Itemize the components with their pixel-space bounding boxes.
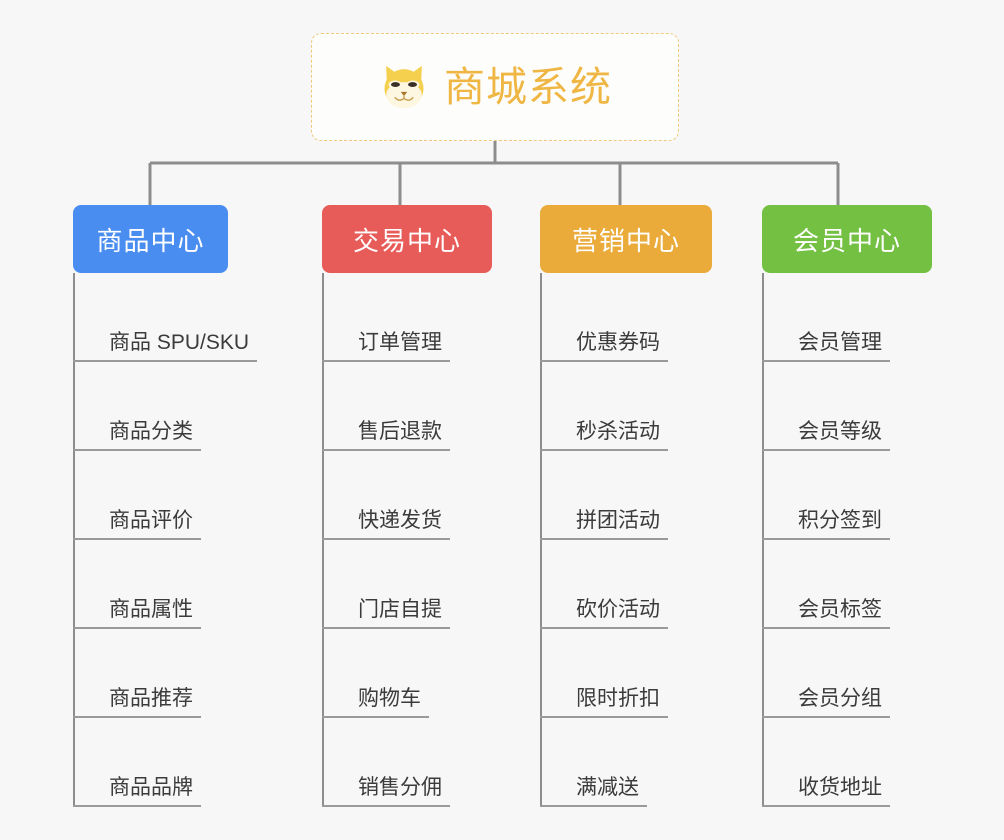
column-trade-center: 交易中心 订单管理 售后退款 快递发货 门店自提 购物车 销售分佣 [322,205,492,807]
list-item[interactable]: 商品评价 [73,451,257,540]
root-node-shop-system[interactable]: 商城系统 [311,33,679,141]
leaf-label: 快递发货 [322,510,450,540]
list-item[interactable]: 拼团活动 [540,451,712,540]
category-box-product-center[interactable]: 商品中心 [73,205,228,273]
list-item[interactable]: 优惠券码 [540,273,712,362]
category-box-trade-center[interactable]: 交易中心 [322,205,492,273]
category-title: 会员中心 [792,225,901,256]
list-item[interactable]: 限时折扣 [540,629,712,718]
list-item[interactable]: 会员等级 [762,362,932,451]
column-marketing-center: 营销中心 优惠券码 秒杀活动 拼团活动 砍价活动 限时折扣 满减送 [540,205,712,807]
list-item[interactable]: 商品推荐 [73,629,257,718]
leaf-label: 商品推荐 [73,688,201,718]
leaf-label: 会员管理 [762,332,890,362]
list-item[interactable]: 订单管理 [322,273,492,362]
list-item[interactable]: 快递发货 [322,451,492,540]
column-member-center: 会员中心 会员管理 会员等级 积分签到 会员标签 会员分组 收货地址 [762,205,932,807]
list-item[interactable]: 门店自提 [322,540,492,629]
category-box-member-center[interactable]: 会员中心 [762,205,932,273]
leaf-label: 砍价活动 [540,599,668,629]
root-node-title: 商城系统 [444,63,612,110]
list-item[interactable]: 会员管理 [762,273,932,362]
leaf-label: 限时折扣 [540,688,668,718]
leaf-label: 商品属性 [73,599,201,629]
column-product-center: 商品中心 商品 SPU/SKU 商品分类 商品评价 商品属性 商品推荐 商品品牌 [73,205,258,807]
category-box-marketing-center[interactable]: 营销中心 [540,205,712,273]
list-item[interactable]: 收货地址 [762,718,932,807]
leaf-label: 门店自提 [322,599,450,629]
list-item[interactable]: 砍价活动 [540,540,712,629]
leaf-label: 售后退款 [322,421,450,451]
list-item[interactable]: 商品属性 [73,540,257,629]
leaf-label: 商品品牌 [73,777,201,807]
leaf-label: 商品评价 [73,510,201,540]
list-item[interactable]: 购物车 [322,629,492,718]
leaf-list-product-center: 商品 SPU/SKU 商品分类 商品评价 商品属性 商品推荐 商品品牌 [73,273,258,807]
leaf-label: 优惠券码 [540,332,668,362]
shiba-dog-face-icon [378,61,430,113]
leaf-list-trade-center: 订单管理 售后退款 快递发货 门店自提 购物车 销售分佣 [322,273,492,807]
leaf-label: 秒杀活动 [540,421,668,451]
leaf-label: 会员分组 [762,688,890,718]
leaf-list-member-center: 会员管理 会员等级 积分签到 会员标签 会员分组 收货地址 [762,273,932,807]
list-item[interactable]: 满减送 [540,718,712,807]
leaf-label: 商品分类 [73,421,201,451]
list-item[interactable]: 积分签到 [762,451,932,540]
leaf-label: 会员等级 [762,421,890,451]
list-item[interactable]: 商品 SPU/SKU [73,273,258,362]
leaf-label: 收货地址 [762,777,890,807]
leaf-label: 积分签到 [762,510,890,540]
list-item[interactable]: 会员分组 [762,629,932,718]
leaf-label: 会员标签 [762,599,890,629]
category-title: 商品中心 [96,225,205,256]
list-item[interactable]: 会员标签 [762,540,932,629]
leaf-label: 购物车 [322,688,429,718]
category-title: 交易中心 [352,225,461,256]
leaf-label: 订单管理 [322,332,450,362]
list-item[interactable]: 商品分类 [73,362,257,451]
leaf-label: 满减送 [540,777,647,807]
category-title: 营销中心 [571,225,680,256]
list-item[interactable]: 售后退款 [322,362,492,451]
leaf-label: 拼团活动 [540,510,668,540]
leaf-label: 商品 SPU/SKU [73,332,258,362]
leaf-label: 销售分佣 [322,777,450,807]
leaf-list-marketing-center: 优惠券码 秒杀活动 拼团活动 砍价活动 限时折扣 满减送 [540,273,712,807]
list-item[interactable]: 商品品牌 [73,718,257,807]
list-item[interactable]: 秒杀活动 [540,362,712,451]
list-item[interactable]: 销售分佣 [322,718,492,807]
